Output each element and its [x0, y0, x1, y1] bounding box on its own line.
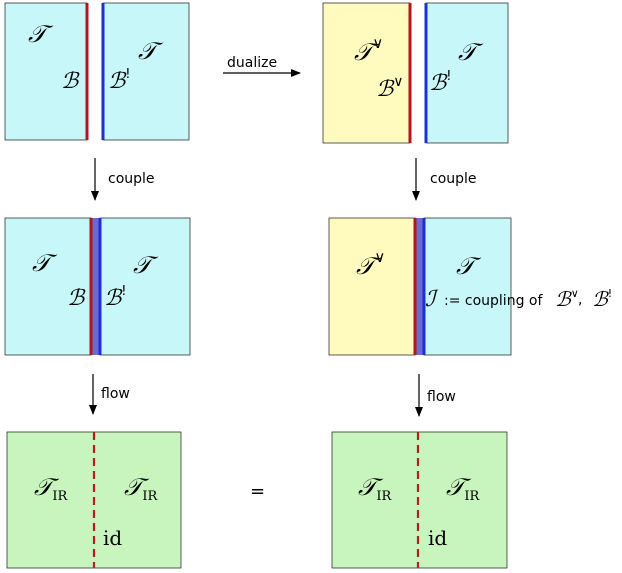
coupling-of-text: := coupling of: [444, 293, 543, 309]
equals-sign: =: [250, 481, 265, 502]
couple-label-right: couple: [430, 171, 477, 187]
flow-arrow-left-group: flow: [89, 374, 130, 415]
coupling-comma: ,: [578, 292, 582, 308]
right-region-cyan: [99, 217, 191, 356]
panel-middle-left: 𝒯 ℬ ℬ! 𝒯: [4, 217, 191, 356]
left-region-cyan: [4, 217, 92, 356]
coupled-interface: [91, 218, 100, 355]
flow-arrow-right-group: flow: [415, 374, 456, 417]
coupled-interface: [415, 218, 424, 355]
panel-bottom-left: 𝒯IR 𝒯IR id: [6, 431, 182, 569]
flow-label-left: flow: [101, 386, 130, 402]
left-region-yellow: [328, 217, 416, 356]
left-region-cyan: [4, 2, 88, 141]
boundary-B-shriek: ℬ!: [108, 67, 131, 94]
boundary-B-shriek: ℬ!: [429, 69, 452, 96]
identity-label: id: [428, 526, 447, 550]
coupling-B-shriek: ℬ!: [592, 287, 612, 311]
flow-label-right: flow: [427, 389, 456, 405]
right-region-cyan: [423, 217, 512, 356]
boundary-B-shriek: ℬ!: [104, 284, 127, 311]
dualize-label: dualize: [227, 55, 277, 71]
panel-middle-right: 𝒯∨ 𝒯 ℐ := coupling of ℬ∨ , ℬ!: [328, 217, 612, 356]
left-region-yellow: [322, 2, 411, 144]
coupling-B-dual: ℬ∨: [555, 287, 579, 311]
couple-label-left: couple: [108, 171, 155, 187]
right-region-cyan: [102, 2, 190, 141]
ir-region-green: [331, 431, 508, 569]
boundary-B: ℬ: [67, 286, 86, 311]
boundary-B: ℬ: [61, 69, 80, 94]
couple-arrow-right-group: couple: [412, 158, 477, 201]
identity-label: id: [103, 526, 122, 550]
boundary-B-dual: ℬ∨: [376, 74, 404, 102]
panel-top-right: 𝒯∨ ℬ∨ ℬ! 𝒯: [322, 2, 509, 144]
panel-top-left: 𝒯 ℬ ℬ! 𝒯: [4, 2, 190, 141]
dualize-arrow-group: dualize: [223, 55, 301, 77]
panel-bottom-right: 𝒯IR 𝒯IR id: [331, 431, 508, 569]
couple-arrow-left-group: couple: [91, 158, 155, 201]
